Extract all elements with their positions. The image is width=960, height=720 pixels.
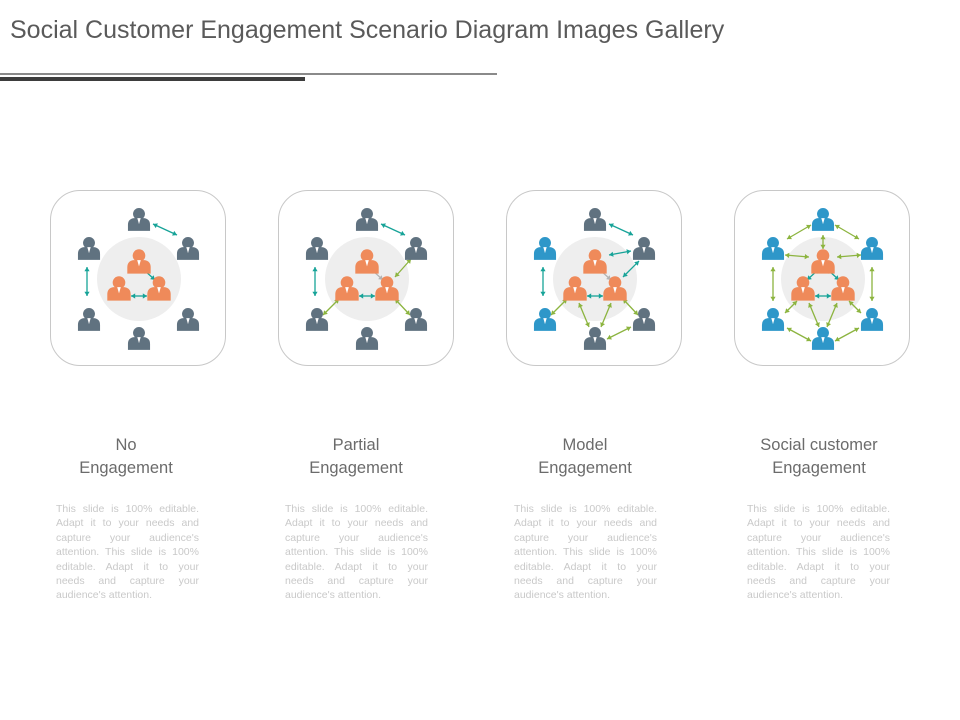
partial-engagement-diagram	[305, 207, 428, 350]
connection-arrow	[786, 224, 812, 240]
panel-partial-engagement	[278, 190, 454, 366]
connection-arrow	[869, 267, 875, 301]
connection-arrow	[540, 267, 546, 296]
column-title-line-2: Engagement	[772, 459, 866, 477]
person-orange-icon	[375, 276, 399, 301]
person-orange-icon	[831, 276, 855, 301]
person-gray-icon	[583, 207, 607, 231]
person-gray-icon	[305, 307, 329, 331]
person-orange-icon	[127, 249, 151, 274]
connection-arrow	[834, 224, 860, 240]
column-title-line-1: Model	[562, 436, 608, 454]
person-gray-icon	[583, 326, 607, 350]
connection-arrow	[834, 327, 860, 342]
panel-no-engagement	[50, 190, 226, 366]
column-description-social-customer-engagement: This slide is 100% editable. Adapt it to…	[747, 503, 890, 602]
model-engagement-diagram	[533, 207, 656, 350]
person-gray-icon	[632, 307, 656, 331]
person-gray-icon	[176, 307, 200, 331]
person-blue-icon	[533, 307, 557, 331]
person-blue-icon	[761, 307, 785, 331]
column-title-line-1: Partial	[332, 436, 380, 454]
person-gray-icon	[404, 307, 428, 331]
connection-arrow	[394, 258, 412, 278]
connection-arrow	[380, 223, 406, 236]
person-gray-icon	[632, 236, 656, 260]
person-orange-icon	[107, 276, 131, 301]
connection-arrow	[784, 300, 798, 314]
connection-arrow	[84, 267, 90, 296]
person-blue-icon	[533, 236, 557, 260]
person-gray-icon	[127, 207, 151, 231]
column-description-no-engagement: This slide is 100% editable. Adapt it to…	[56, 503, 199, 602]
person-gray-icon	[355, 326, 379, 350]
person-gray-icon	[305, 236, 329, 260]
person-gray-icon	[355, 207, 379, 231]
social-customer-engagement-diagram	[761, 207, 884, 350]
panel-social-customer-engagement	[734, 190, 910, 366]
connection-arrow	[820, 235, 826, 249]
person-blue-icon	[811, 326, 835, 350]
person-orange-icon	[147, 276, 171, 301]
connection-arrow	[848, 300, 862, 314]
column-title-line-2: Engagement	[309, 459, 403, 477]
connection-arrow	[152, 223, 178, 236]
column-title-social-customer-engagement: Social customer Engagement	[734, 434, 904, 480]
connection-arrow	[578, 302, 590, 328]
no-engagement-diagram	[77, 207, 200, 350]
column-title-partial-engagement: Partial Engagement	[271, 434, 441, 480]
person-orange-icon	[811, 249, 835, 274]
person-blue-icon	[811, 207, 835, 231]
column-description-partial-engagement: This slide is 100% editable. Adapt it to…	[285, 503, 428, 602]
connection-arrow	[312, 267, 318, 296]
title-underline-thin	[0, 73, 497, 75]
person-orange-icon	[583, 249, 607, 274]
connection-arrow	[606, 326, 632, 340]
connection-arrow	[600, 302, 612, 328]
connection-arrow	[359, 293, 375, 299]
person-blue-icon	[860, 236, 884, 260]
column-title-no-engagement: No Engagement	[41, 434, 211, 480]
person-gray-icon	[77, 307, 101, 331]
connection-arrow	[836, 252, 862, 260]
person-gray-icon	[404, 236, 428, 260]
connection-arrow	[622, 260, 640, 278]
connection-arrow	[784, 252, 810, 260]
connection-arrow	[808, 302, 820, 328]
connection-arrow	[608, 249, 632, 257]
person-gray-icon	[127, 326, 151, 350]
person-orange-icon	[563, 276, 587, 301]
connection-arrow	[587, 293, 603, 299]
person-gray-icon	[176, 236, 200, 260]
person-blue-icon	[761, 236, 785, 260]
connection-arrow	[770, 267, 776, 301]
column-title-line-1: No	[115, 436, 137, 454]
connection-arrow	[826, 302, 838, 328]
column-title-line-1: Social customer	[760, 436, 878, 454]
column-title-line-2: Engagement	[538, 459, 632, 477]
column-description-model-engagement: This slide is 100% editable. Adapt it to…	[514, 503, 657, 602]
person-orange-icon	[603, 276, 627, 301]
connection-arrow	[786, 327, 812, 342]
connection-arrow	[131, 293, 147, 299]
connection-arrow	[608, 223, 634, 236]
person-orange-icon	[335, 276, 359, 301]
connection-arrow	[815, 293, 831, 299]
page-title: Social Customer Engagement Scenario Diag…	[10, 16, 725, 44]
person-orange-icon	[791, 276, 815, 301]
panel-model-engagement	[506, 190, 682, 366]
person-orange-icon	[355, 249, 379, 274]
person-blue-icon	[860, 307, 884, 331]
person-gray-icon	[77, 236, 101, 260]
column-title-model-engagement: Model Engagement	[500, 434, 670, 480]
title-underline-thick	[0, 77, 305, 81]
column-title-line-2: Engagement	[79, 459, 173, 477]
